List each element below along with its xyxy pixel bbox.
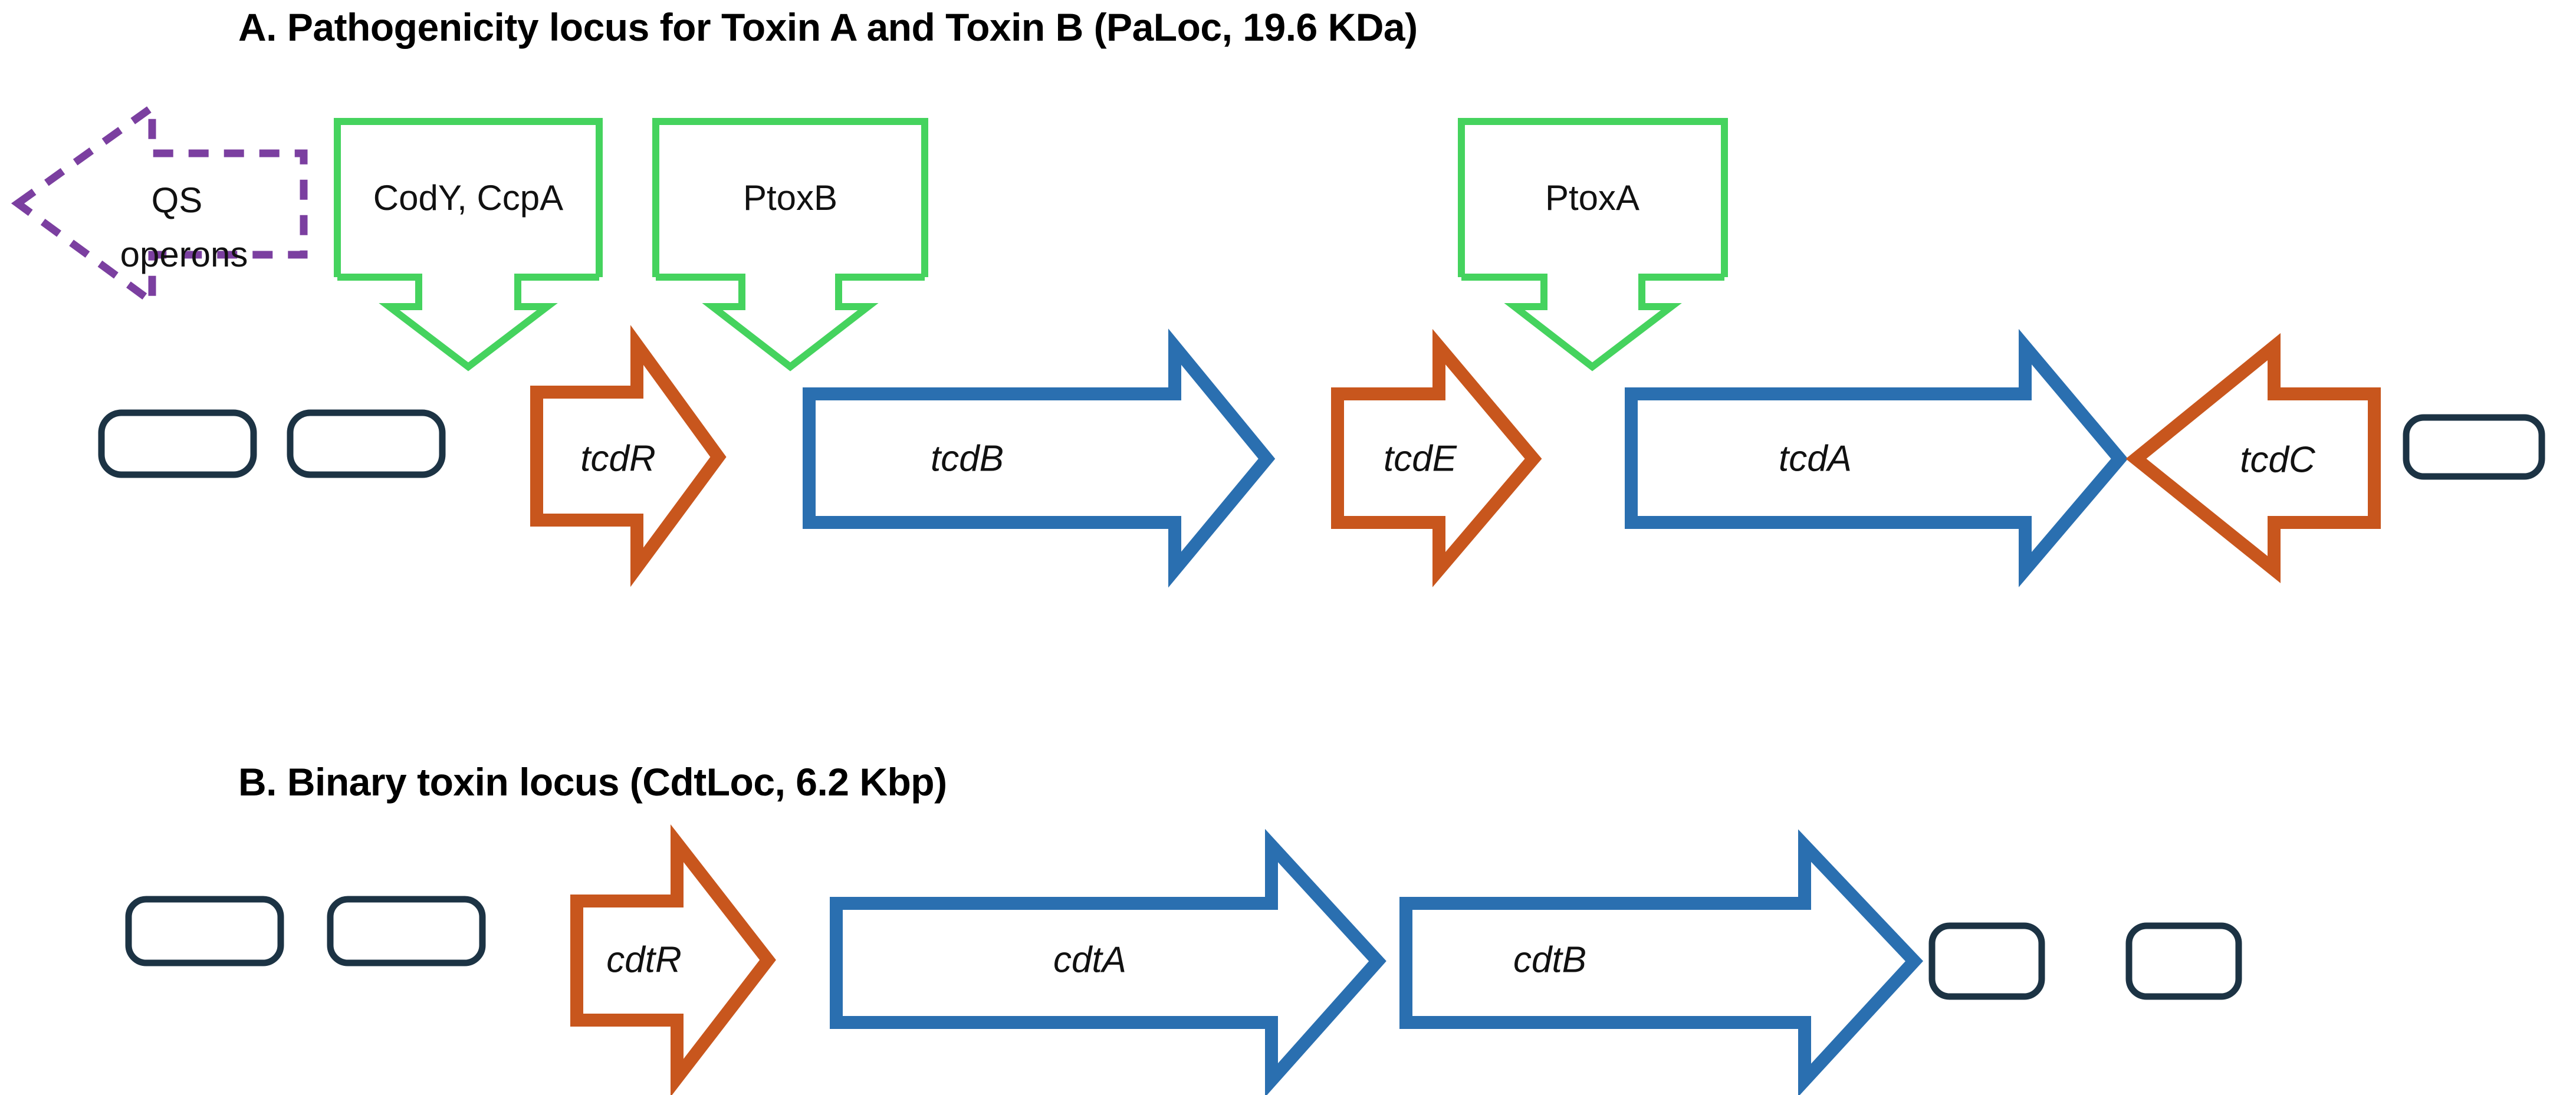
gene-arrow-cdta-shape <box>830 828 1386 1095</box>
gene-arrow-cdta[interactable]: cdtA <box>830 828 1386 1095</box>
gene-arrow-tcdb[interactable]: tcdB <box>803 328 1276 588</box>
qs-operons-label-line1: QS <box>152 180 203 220</box>
gene-arrow-tcde-shape <box>1331 328 1542 587</box>
gene-label-tcdr: tcdR <box>580 438 655 479</box>
flanking-box-a-left-2[interactable] <box>287 409 446 478</box>
gene-arrow-tcda-shape <box>1625 328 2128 587</box>
gene-label-cdtr: cdtR <box>606 939 681 980</box>
gene-arrow-tcdc-shape <box>2125 333 2381 583</box>
promoter-arrow-ptoxa-icon <box>1461 274 1724 371</box>
flanking-box-b-right-2[interactable] <box>2125 922 2242 1000</box>
panel-b-group: cdtR cdtA cdtB <box>125 824 2242 1095</box>
promoter-box-ptoxa-outline <box>1458 118 1728 277</box>
promoter-box-ptoxa-label: PtoxA <box>1545 178 1639 218</box>
gene-arrow-tcdb-shape <box>803 328 1276 588</box>
gene-arrow-cdtr[interactable]: cdtR <box>570 824 776 1095</box>
flanking-box-a-right-1[interactable] <box>2403 414 2545 480</box>
promoter-box-cody-ccpa-label: CodY, CcpA <box>373 178 563 218</box>
gene-label-tcde: tcdE <box>1384 438 1457 479</box>
promoter-box-ptoxb-label: PtoxB <box>743 178 837 218</box>
promoter-box-ptoxb-outline <box>652 118 928 277</box>
qs-operons-arrow-shape <box>11 100 308 310</box>
flanking-box-b-right-1[interactable] <box>1928 922 2045 1000</box>
gene-label-tcdc: tcdC <box>2240 439 2316 480</box>
promoter-arrow-ptoxb-icon <box>656 274 925 371</box>
promoter-box-ptoxa[interactable]: PtoxA <box>1458 118 1728 371</box>
gene-label-tcda: tcdA <box>1779 438 1852 479</box>
gene-label-tcdb: tcdB <box>931 438 1004 479</box>
gene-arrow-tcda[interactable]: tcdA <box>1625 328 2128 587</box>
flanking-box-b-left-2[interactable] <box>327 896 486 966</box>
promoter-arrow-cody-ccpa-icon <box>337 274 599 371</box>
gene-arrow-tcdr-shape <box>530 325 727 587</box>
qs-operons-regulator[interactable]: QS operons <box>11 100 308 310</box>
gene-arrow-tcde[interactable]: tcdE <box>1331 328 1542 587</box>
promoter-box-cody-ccpa-outline <box>334 118 603 277</box>
promoter-box-ptoxb[interactable]: PtoxB <box>652 118 928 371</box>
gene-arrow-tcdc[interactable]: tcdC <box>2125 333 2381 583</box>
gene-label-cdta: cdtA <box>1053 939 1126 980</box>
flanking-box-b-left-1[interactable] <box>125 896 284 966</box>
gene-arrow-cdtb-shape <box>1399 829 1924 1095</box>
gene-label-cdtb: cdtB <box>1513 939 1586 980</box>
qs-operons-label-line2: operons <box>120 235 248 274</box>
panel-a-title: A. Pathogenicity locus for Toxin A and T… <box>238 5 1418 49</box>
panel-a-group: QS operons CodY, CcpA PtoxB PtoxA tc <box>11 100 2545 588</box>
panel-b-title: B. Binary toxin locus (CdtLoc, 6.2 Kbp) <box>238 760 947 804</box>
promoter-box-cody-ccpa[interactable]: CodY, CcpA <box>334 118 603 371</box>
gene-arrow-cdtb[interactable]: cdtB <box>1399 829 1924 1095</box>
gene-arrow-cdtr-shape <box>570 824 776 1095</box>
flanking-box-a-left-1[interactable] <box>98 409 257 478</box>
gene-arrow-tcdr[interactable]: tcdR <box>530 325 727 587</box>
